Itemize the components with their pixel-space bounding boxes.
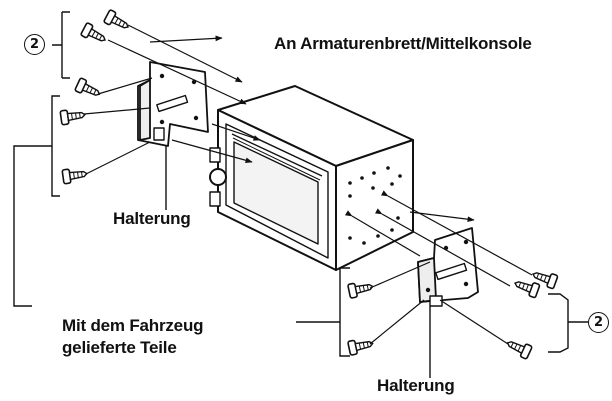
screw-icon: [79, 21, 110, 47]
label-bracket-left: Halterung: [113, 209, 191, 228]
screw-icon: [61, 165, 89, 185]
screw-icon: [346, 278, 375, 300]
screw-reference-right: 2: [588, 312, 609, 333]
side-button: [209, 191, 221, 207]
display-screen: [233, 141, 319, 245]
screw-icon: [503, 335, 534, 361]
label-supplied-parts-line2: gelieferte Teile: [62, 338, 177, 357]
label-bracket-right: Halterung: [377, 376, 455, 395]
heading-dashboard-console: An Armaturenbrett/Mittelkonsole: [274, 34, 532, 53]
mounting-bracket-left: [137, 61, 209, 147]
label-supplied-parts-line1: Mit dem Fahrzeug: [62, 316, 204, 335]
screw-icon: [73, 76, 104, 102]
screw-reference-top: 2: [24, 34, 45, 55]
side-button: [209, 147, 221, 163]
arrows: [83, 24, 533, 345]
screw-icon: [346, 335, 375, 357]
braces: [13, 11, 588, 378]
screw-icon: [102, 8, 133, 34]
screw-icon: [511, 275, 541, 299]
volume-knob-icon: [209, 168, 227, 186]
mounting-bracket-right: [417, 227, 479, 307]
screw-icon: [59, 106, 87, 126]
head-unit: [209, 85, 414, 271]
